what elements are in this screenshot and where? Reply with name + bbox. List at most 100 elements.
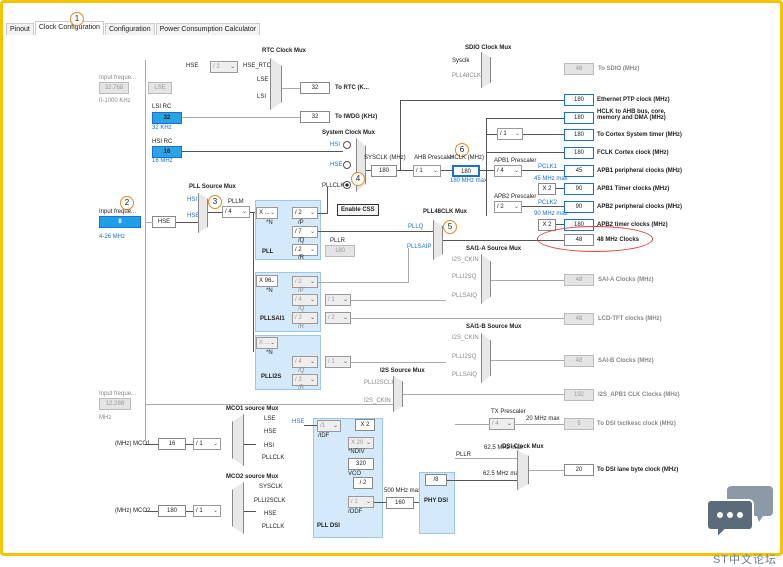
pllsai-q-wire [351, 300, 446, 301]
dsi-max-label: 500 MHz max [384, 488, 422, 494]
sdio-clock-mux[interactable] [481, 52, 491, 88]
cortex-out-line [523, 134, 564, 135]
plli2s-q-divider[interactable]: / 4⌄ [292, 356, 318, 368]
sai-a-mux-title: SAI1-A Source Mux [466, 246, 522, 252]
i2s-input-label: Input freque... [99, 391, 137, 397]
sai-a-in-i2s: I2S_CKIN [452, 257, 479, 263]
dsi-clock-mux[interactable] [517, 450, 529, 490]
phy-dsi-divider: /8 [425, 474, 447, 486]
i2s-source-mux[interactable] [393, 376, 403, 412]
pllsai-n-multiplier[interactable]: X 96⌄ [256, 275, 278, 287]
pllsai-p-wire [318, 282, 408, 283]
pll-source-mux[interactable] [198, 193, 208, 233]
hsi-unit: 16 MHz [152, 158, 173, 164]
sai-a-in-plli2sq: PLLI2SQ [452, 274, 477, 280]
sysclk-pllclk-radio[interactable] [343, 181, 351, 189]
pllsai-q-post-divider[interactable]: / 1⌄ [325, 294, 351, 306]
output-label-apb1-timer: APB1 Timer clocks (MHz) [597, 186, 670, 192]
enable-css-button[interactable]: Enable CSS [337, 204, 379, 216]
sysclk-hse-radio[interactable] [343, 161, 351, 169]
pll-q-divider[interactable]: / 7⌄ [292, 226, 318, 238]
pllsai-p-divider[interactable]: / 2⌄ [292, 276, 318, 288]
tab-clock-configuration[interactable]: Clock Configuration [34, 21, 104, 35]
sai-a-out-wire [491, 280, 564, 281]
chevron-down-icon: ⌄ [513, 168, 519, 174]
pllsai-q-divider[interactable]: / 4⌄ [292, 294, 318, 306]
plli2s-q-post-divider[interactable]: / 1⌄ [325, 356, 351, 368]
input-bus-line [145, 60, 146, 440]
rtc-wire [282, 88, 300, 89]
mco1-in-hsi: HSI [264, 443, 275, 449]
chevron-down-icon: ⌄ [309, 315, 315, 321]
dsi-odf-divider-b[interactable]: / 1⌄ [348, 496, 374, 508]
annotation-badge-5: 5 [443, 220, 457, 234]
sai-b-source-mux[interactable] [481, 333, 491, 383]
dsi-lane-max-2: 62.5 MHz max [483, 471, 522, 477]
hse-freq-input[interactable]: 8 [99, 216, 141, 228]
pll-r-divider[interactable]: / 2⌄ [292, 244, 318, 256]
output-value-hclk: 180 [564, 112, 594, 124]
tab-power-consumption[interactable]: Power Consumption Calculator [155, 23, 261, 35]
annotation-badge-1: 1 [70, 12, 84, 26]
mco2-divider[interactable]: / 1⌄ [193, 505, 221, 517]
pllsai-p-label: /P [298, 288, 304, 294]
cortex-timer-divider[interactable]: / 1⌄ [497, 128, 523, 140]
sysclk-hsi-radio[interactable] [343, 141, 351, 149]
tx-prescaler-select[interactable]: / 4⌄ [489, 418, 515, 430]
sai-b-output-label: SAI-B Clocks (MHz) [598, 358, 654, 364]
pllm-divider-select[interactable]: / 4⌄ [222, 206, 250, 218]
pclk1-label: PCLK1 [538, 164, 558, 170]
rtc-lsi-label: LSI [257, 94, 267, 100]
st-forum-logo [705, 484, 775, 556]
pllsai-r-post-divider[interactable]: / 2⌄ [325, 312, 351, 324]
mco2-source-mux[interactable] [232, 482, 244, 534]
apb1-prescaler-label: APB1 Prescaler [494, 158, 537, 164]
pll-dsi-name: PLL DSI [317, 523, 340, 529]
rtc-clock-mux[interactable] [270, 58, 282, 110]
tx-output-label: To DSI txclkesc clock (MHz) [597, 421, 676, 427]
pll-source-mux-title: PLL Source Mux [189, 184, 236, 190]
ahb-prescaler-label: AHB Prescaler [414, 155, 454, 161]
output-label-cortex-timer: To Cortex System timer (MHz) [597, 132, 682, 138]
pll-feed-bus [253, 212, 254, 352]
sysclk-hsi-label: HSI [330, 142, 341, 148]
pllsai-r-divider[interactable]: / 2⌄ [292, 312, 318, 324]
i2s-ckin-input[interactable]: 12.288 [99, 398, 131, 410]
apb1-prescaler-select[interactable]: / 4⌄ [494, 165, 522, 177]
plli2s-name: PLLI2S [261, 374, 282, 380]
apb1-max: 45 MHz max [534, 176, 568, 182]
mco1-mid-wire [186, 444, 193, 445]
sai-a-output-label: SAI-A Clocks (MHz) [598, 277, 654, 283]
apb2-max: 90 MHz max [534, 211, 568, 217]
sai-a-source-mux[interactable] [481, 254, 491, 304]
dsi-vco-value: 320 [348, 458, 374, 470]
mco2-in-wire [244, 511, 256, 512]
sysclk-hse-label: HSE [330, 162, 343, 168]
tab-configuration[interactable]: Configuration [104, 23, 155, 35]
pll-p-divider[interactable]: / 2⌄ [292, 207, 318, 219]
ahb-prescaler-select[interactable]: / 1⌄ [413, 165, 441, 177]
dsi-ndiv-multiplier[interactable]: X 20⌄ [348, 437, 374, 449]
mco1-source-mux[interactable] [232, 414, 244, 466]
dsi-idf-divider[interactable]: /1⌄ [317, 420, 341, 432]
plli2s-r-divider[interactable]: / 2⌄ [292, 374, 318, 386]
mco1-divider[interactable]: / 1⌄ [193, 438, 221, 450]
plli2s-n-multiplier[interactable]: X ...⌄ [256, 337, 278, 349]
ahb-wire [397, 170, 413, 171]
rtc-hse-divider[interactable]: / 2⌄ [210, 61, 238, 73]
hclk-out-line [486, 118, 564, 119]
pllsrc-hse-label: HSE [187, 213, 200, 219]
pll48clk-mux[interactable] [433, 220, 443, 260]
apb2-prescaler-select[interactable]: / 2⌄ [494, 201, 522, 213]
tab-bar: Pinout Clock Configuration Configuration… [6, 21, 261, 35]
apb2-timer-line [556, 224, 564, 225]
tab-pinout[interactable]: Pinout [6, 23, 34, 35]
lse-freq-input[interactable]: 32.768 [99, 82, 129, 94]
cortex-in-line [486, 134, 497, 135]
output-label-hclk: HCLK to AHB bus, core, memory and DMA (M… [597, 109, 666, 121]
sysclk-label: SYSCLK (MHz) [364, 155, 406, 161]
hclk-input[interactable]: 180 [452, 165, 480, 177]
pll48-out-wire [443, 240, 564, 241]
pll-n-multiplier[interactable]: X ...⌄ [256, 207, 278, 219]
chevron-down-icon: ⌄ [309, 359, 315, 365]
